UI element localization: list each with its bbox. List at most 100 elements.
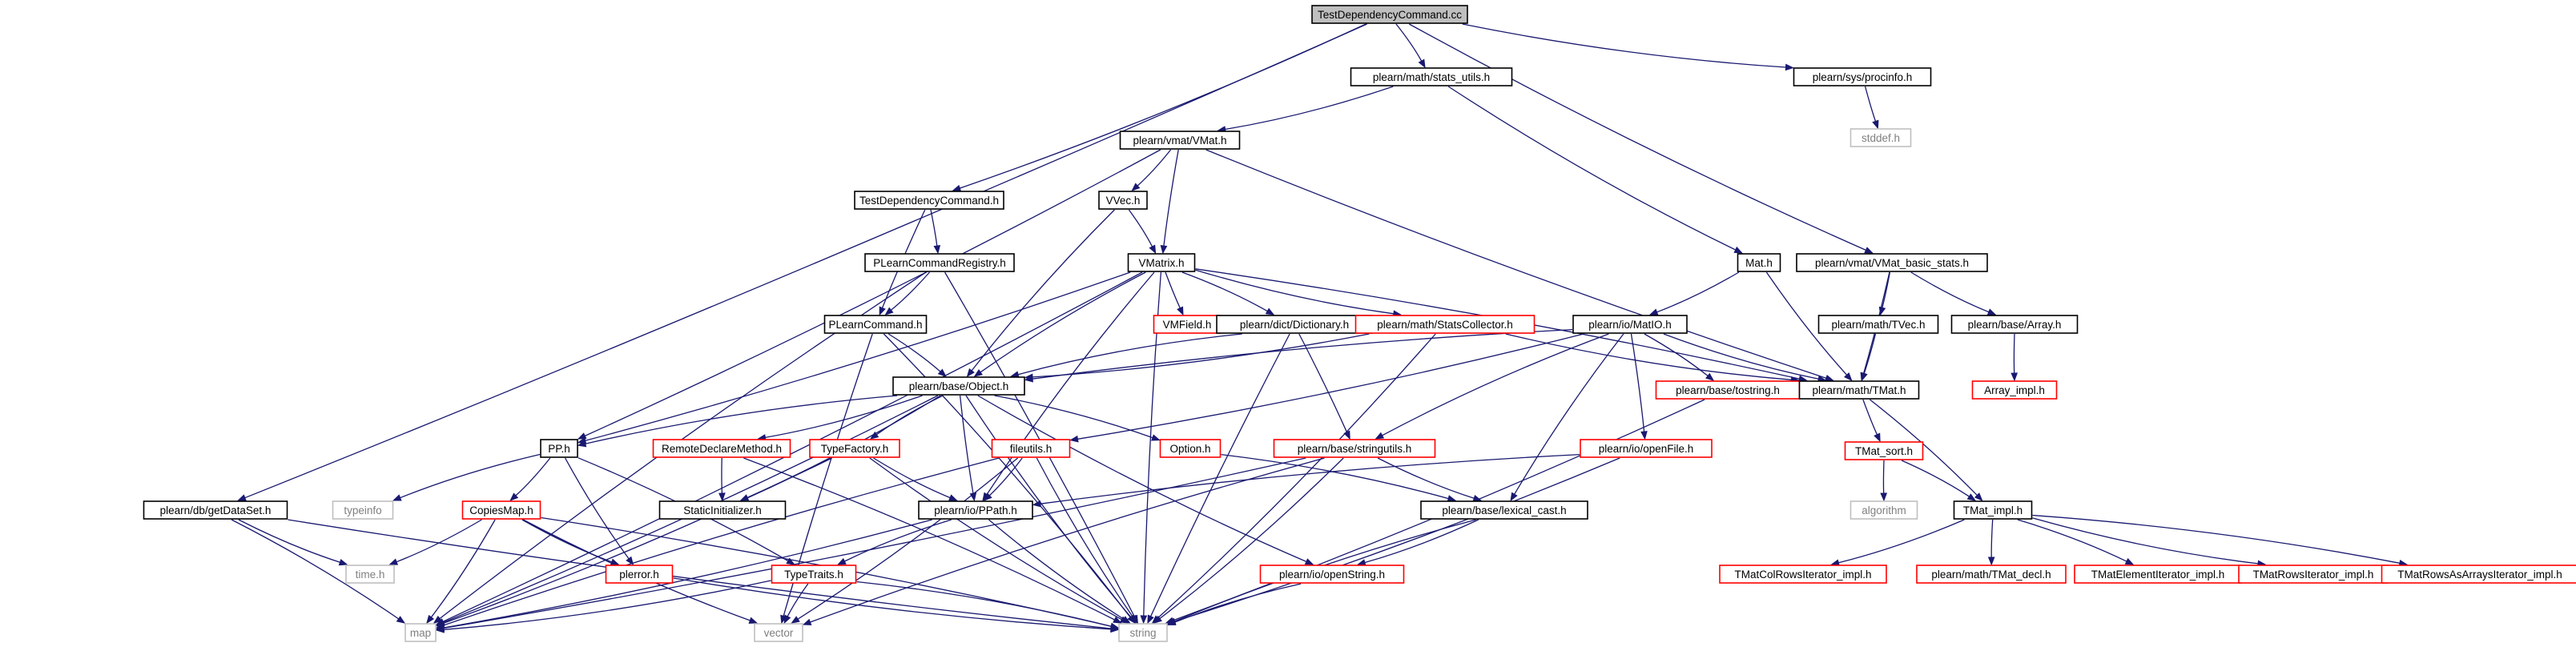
edge-arrowhead [426,614,435,625]
node-vvec[interactable]: VVec.h [1098,191,1148,210]
node-dictionary[interactable]: plearn/dict/Dictionary.h [1216,315,1373,334]
node-stringutils[interactable]: plearn/base/stringutils.h [1273,439,1436,458]
edge-arrowhead [1024,375,1033,383]
edge-line [1181,271,1268,312]
node-tmat_sort[interactable]: TMat_sort.h [1844,441,1924,460]
node-ppath[interactable]: plearn/io/PPath.h [918,500,1033,520]
node-pp[interactable]: PP.h [540,439,578,458]
node-tmatelem[interactable]: TMatElementIterator_impl.h [2074,565,2242,584]
node-procinfo[interactable]: plearn/sys/procinfo.h [1793,67,1932,86]
node-openstring[interactable]: plearn/io/openString.h [1259,565,1405,584]
node-label: TestDependencyCommand.cc [1318,9,1462,21]
node-label: VMField.h [1163,319,1212,331]
edge-arrowhead [1357,559,1366,566]
node-vmat_basic[interactable]: plearn/vmat/VMat_basic_stats.h [1796,253,1988,272]
edge-arrowhead [1986,308,1997,315]
edge-line [1225,86,1394,131]
edge-line [883,333,1131,618]
edge-line [1644,333,1709,376]
edge-tmat_sort-to-tmat_impl [1901,460,1977,501]
node-root[interactable]: TestDependencyCommand.cc [1311,5,1468,24]
edge-line [873,457,951,499]
node-plerror[interactable]: plerror.h [605,565,674,584]
node-array[interactable]: plearn/base/Array.h [1950,315,2079,334]
edge-line [443,519,932,629]
edge-tmat_impl-to-tmat_decl [1987,519,1995,566]
node-object[interactable]: plearn/base/Object.h [892,376,1025,396]
node-matio[interactable]: plearn/io/MatIO.h [1572,315,1688,334]
edges-layer [231,23,2409,633]
node-remote[interactable]: RemoteDeclareMethod.h [652,439,791,458]
node-openfile[interactable]: plearn/io/openFile.h [1580,439,1713,458]
edge-arrowhead [748,617,759,624]
node-label: PP.h [548,443,570,455]
node-vmat[interactable]: plearn/vmat/VMat.h [1119,131,1241,150]
node-statscollector[interactable]: plearn/math/StatsCollector.h [1354,315,1536,334]
edge-line [888,333,941,372]
edge-arrowhead [1153,615,1162,624]
node-stats_utils[interactable]: plearn/math/stats_utils.h [1350,67,1513,86]
node-array_impl[interactable]: Array_impl.h [1971,380,2058,400]
node-stddef: stddef.h [1849,128,1912,147]
edge-arrowhead [1844,372,1853,382]
edge-arrowhead [509,492,519,501]
node-tmatrowsarr[interactable]: TMatRowsAsArraysIterator_impl.h [2381,565,2576,584]
edge-line [1869,399,1978,496]
edge-dictionary-to-string [1147,333,1290,625]
node-mat[interactable]: Mat.h [1737,253,1781,272]
edge-pcr-to-plearncommand [884,271,930,315]
node-vmatrix[interactable]: VMatrix.h [1127,253,1196,272]
edge-line [565,457,630,560]
edge-line [988,519,1125,620]
edge-line [1838,519,1965,564]
node-typetraits[interactable]: TypeTraits.h [771,565,857,584]
node-box [1420,500,1588,520]
edge-line [1990,519,1994,558]
node-tdc_h[interactable]: TestDependencyCommand.h [854,191,1004,210]
node-tmat_impl[interactable]: TMat_impl.h [1953,500,2033,520]
node-label: string [1129,627,1156,639]
node-label: TypeFactory.h [821,443,889,455]
node-tmatcol[interactable]: TMatColRowsIterator_impl.h [1719,565,1887,584]
node-tmatrows[interactable]: TMatRowsIterator_impl.h [2238,565,2389,584]
node-box [771,565,857,584]
node-box [823,315,928,334]
edge-openfile-to-ppath [1032,453,1580,508]
edge-arrowhead [1177,306,1184,316]
edge-arrowhead [1140,615,1148,625]
node-vmfield[interactable]: VMField.h [1153,315,1222,334]
edge-line [443,457,832,625]
edge-typetraits-to-map [435,580,771,633]
node-tmat_decl[interactable]: plearn/math/TMat_decl.h [1916,565,2067,584]
node-box [345,565,395,584]
node-box [461,500,541,520]
node-box [1098,191,1148,210]
node-box [332,500,394,520]
edge-remote-to-string [743,457,1122,624]
node-plearncommand[interactable]: PLearnCommand.h [823,315,928,334]
edge-arrowhead [966,368,975,378]
node-fileutils[interactable]: fileutils.h [991,439,1071,458]
edge-arrowhead [933,245,941,255]
node-box [809,439,900,458]
edge-line [430,519,496,618]
edge-arrowhead [1874,432,1881,443]
node-box [143,500,288,520]
node-label: Array_impl.h [1984,384,2045,396]
node-pcr[interactable]: PLearnCommandRegistry.h [864,253,1015,272]
node-label: plearn/base/Object.h [909,380,1009,392]
node-copiesmap[interactable]: CopiesMap.h [461,500,541,520]
node-getdataset[interactable]: plearn/db/getDataSet.h [143,500,288,520]
node-label: VVec.h [1106,195,1141,207]
node-tvec[interactable]: plearn/math/TVec.h [1817,315,1939,334]
node-tostring[interactable]: plearn/base/tostring.h [1655,380,1801,400]
edge-line [2013,333,2015,374]
node-tmat[interactable]: plearn/math/TMat.h [1798,380,1920,400]
node-option[interactable]: Option.h [1159,439,1222,458]
node-staticinit[interactable]: StaticInitializer.h [658,500,787,520]
edge-root-to-tdc_h [952,23,1366,192]
edge-pp-to-plerror [565,457,634,566]
node-typefactory[interactable]: TypeFactory.h [809,439,900,458]
node-lexical_cast[interactable]: plearn/base/lexical_cast.h [1420,500,1588,520]
edge-arrowhead [1824,374,1834,382]
